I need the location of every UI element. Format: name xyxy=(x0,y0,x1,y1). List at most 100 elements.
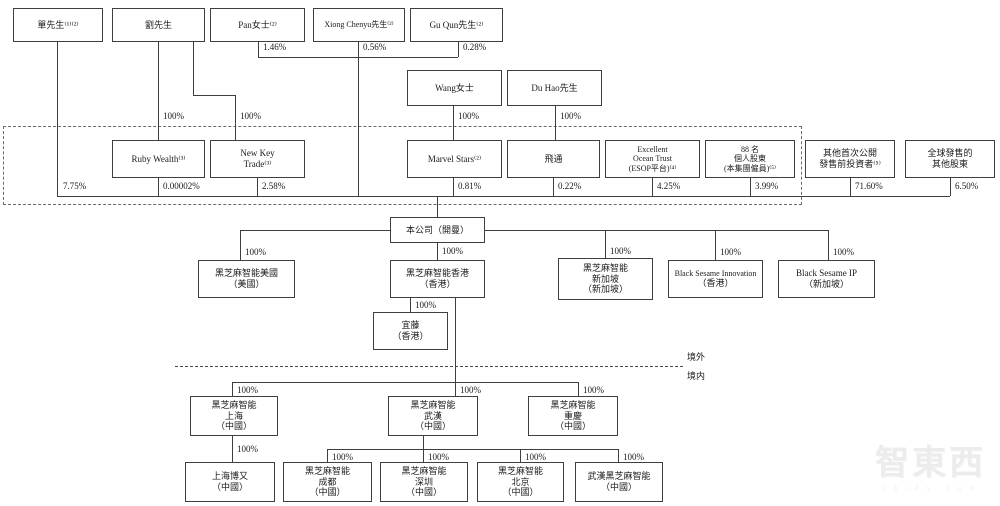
pct-cq: 100% xyxy=(583,385,604,395)
connector-line xyxy=(950,178,951,196)
node-label: Excellent xyxy=(637,144,668,154)
pct-wang: 100% xyxy=(458,111,479,121)
node-label: （中國） xyxy=(215,421,252,432)
node-label: Black Sesame Innovation xyxy=(674,268,757,278)
connector-line xyxy=(715,230,716,260)
pct-innov: 100% xyxy=(720,247,741,257)
connector-line xyxy=(578,382,579,396)
connector-line xyxy=(232,382,233,396)
connector-line xyxy=(828,230,829,260)
pct-preipo: 71.60% xyxy=(855,181,883,191)
region-label-offshore: 境外 xyxy=(687,352,706,362)
node-label: 黑芝麻智能 xyxy=(304,465,350,476)
connector-line xyxy=(240,230,241,260)
pct-liu-ruby: 100% xyxy=(163,111,184,121)
node-pre-ipo-investors: 其他首次公開 發售前投資者⁽⁵⁾ xyxy=(805,140,895,178)
node-label: Gu Qun先生⁽²⁾ xyxy=(429,19,484,30)
node-label: 北京 xyxy=(511,476,530,487)
node-label: 88 名 xyxy=(741,144,759,154)
node-label: 武漢 xyxy=(423,410,442,421)
shareholder-group-dashed-frame xyxy=(3,126,802,205)
pct-whbs: 100% xyxy=(623,452,644,462)
node-label: 個人股東 xyxy=(734,154,766,164)
pct-yiteng: 100% xyxy=(415,300,436,310)
node-ms-pan: Pan女士⁽²⁾ xyxy=(210,8,305,42)
node-label: 黑芝麻智能香港 xyxy=(405,268,469,279)
connector-line xyxy=(235,95,236,140)
node-mr-gu-qun: Gu Qun先生⁽²⁾ xyxy=(410,8,503,42)
node-label: （中國） xyxy=(600,482,637,492)
node-label: 新加坡 xyxy=(591,273,619,284)
pct-pan: 1.46% xyxy=(263,42,287,52)
connector-line xyxy=(618,449,619,462)
node-ruby-wealth: Ruby Wealth⁽³⁾ xyxy=(112,140,205,178)
connector-line xyxy=(57,42,58,196)
node-label: 深圳 xyxy=(414,476,433,487)
node-label: 其他首次公開 xyxy=(822,148,877,159)
node-black-sesame-us: 黑芝麻智能美國 （美國） xyxy=(198,260,295,298)
connector-line xyxy=(232,436,233,462)
node-mr-xiong-chenyu: Xiong Chenyu先生⁽²⁾ xyxy=(313,8,405,42)
wuhan-subsidiaries-bus-line xyxy=(327,449,618,450)
node-marvel-stars: Marvel Stars⁽²⁾ xyxy=(407,140,502,178)
pct-hk: 100% xyxy=(442,246,463,256)
connector-line xyxy=(193,42,194,95)
connector-line xyxy=(458,42,459,57)
connector-line xyxy=(750,178,751,196)
pct-duhao: 100% xyxy=(560,111,581,121)
node-mr-liu: 劉先生 xyxy=(112,8,205,42)
connector-line xyxy=(423,449,424,462)
node-label: 上海 xyxy=(224,410,243,421)
node-label: （中國） xyxy=(405,487,442,498)
connector-line xyxy=(605,230,606,258)
node-black-sesame-wuhan: 黑芝麻智能 武漢 （中國） xyxy=(388,396,478,436)
node-black-sesame-sg: 黑芝麻智能 新加坡 （新加坡） xyxy=(558,258,653,300)
connector-line xyxy=(485,230,828,231)
node-label: (ESOP平台)⁽⁴⁾ xyxy=(628,163,677,173)
node-black-sesame-chongqing: 黑芝麻智能 重慶 （中國） xyxy=(528,396,618,436)
node-label: 宜藤 xyxy=(401,320,420,331)
node-label: 武漢黑芝麻智能 xyxy=(587,471,651,482)
node-label: (本集團僱員)⁽⁵⁾ xyxy=(723,163,777,173)
pct-gu: 0.28% xyxy=(463,42,487,52)
zhidx-watermark-logo: 智東西 xyxy=(875,445,986,482)
offshore-to-onshore-line xyxy=(455,298,456,396)
node-ms-wang: Wang女士 xyxy=(407,70,502,106)
node-company-cayman: 本公司（開曼） xyxy=(390,217,485,243)
pct-esop: 4.25% xyxy=(657,181,681,191)
node-label: 黑芝麻智能 xyxy=(401,465,447,476)
connector-line xyxy=(258,57,458,58)
connector-line xyxy=(553,178,554,196)
pct-shboyou: 100% xyxy=(237,444,258,454)
pct-liu-newkey: 100% xyxy=(240,111,261,121)
node-label: Trade⁽³⁾ xyxy=(243,159,272,169)
node-black-sesame-innovation: Black Sesame Innovation （香港） xyxy=(668,260,763,298)
node-label: （新加坡） xyxy=(582,284,628,295)
zhidx-watermark: 智東西 z h i d x . c o m xyxy=(875,445,986,493)
connector-line xyxy=(437,243,438,260)
node-mr-du-hao: Du Hao先生 xyxy=(507,70,602,106)
node-label: Ruby Wealth⁽³⁾ xyxy=(131,153,186,164)
pct-marvel: 0.81% xyxy=(458,181,482,191)
node-label: Pan女士⁽²⁾ xyxy=(238,19,277,30)
pct-ruby: 0.00002% xyxy=(163,181,200,191)
node-label: 黑芝麻智能 xyxy=(410,399,456,410)
node-feitong: 飛通 xyxy=(507,140,600,178)
node-black-sesame-ip: Black Sesame IP （新加坡） xyxy=(778,260,875,298)
node-label: 發售前投資者⁽⁵⁾ xyxy=(819,159,881,169)
node-label: （香港） xyxy=(419,279,456,289)
connector-line xyxy=(437,196,438,217)
node-label: Du Hao先生 xyxy=(531,82,578,93)
node-label: 單先生⁽¹⁾⁽²⁾ xyxy=(37,19,79,30)
connector-line xyxy=(410,298,411,312)
pct-bj: 100% xyxy=(525,452,546,462)
node-label: （香港） xyxy=(697,278,734,289)
shareholders-bus-line xyxy=(57,196,950,197)
node-label: 其他股東 xyxy=(931,159,968,169)
node-label: 黑芝麻智能 xyxy=(211,399,257,410)
pct-sg: 100% xyxy=(610,246,631,256)
node-label: （香港） xyxy=(392,331,429,341)
node-label: Marvel Stars⁽²⁾ xyxy=(427,153,482,164)
pct-cd: 100% xyxy=(332,452,353,462)
node-new-key-trade: New Key Trade⁽³⁾ xyxy=(210,140,305,178)
